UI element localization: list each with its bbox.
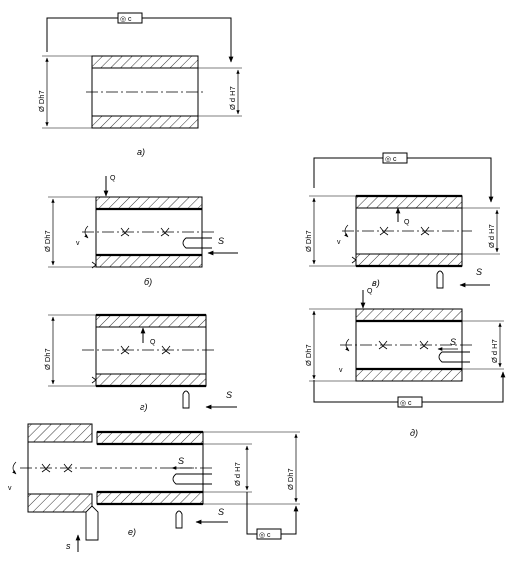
- rotation-arrow: [344, 224, 349, 238]
- support-symbol: [378, 340, 388, 350]
- control-frame-label: ◎ c: [259, 532, 271, 539]
- cutting-tool-external: [175, 510, 183, 529]
- sketch-d: Q v S Ø Dh7 Ø d H7 ◎ c д): [304, 288, 506, 438]
- control-leader: [313, 157, 383, 188]
- bushing-wall-top: [91, 55, 199, 69]
- support-symbol: [120, 345, 130, 355]
- control-leader: [246, 492, 257, 535]
- cutting-tool-internal: [172, 473, 212, 485]
- bushing-wall-bottom: [95, 254, 203, 268]
- speed-label: v: [337, 239, 341, 246]
- support-symbol: [420, 226, 430, 236]
- bushing-wall-bottom: [91, 115, 199, 129]
- bushing-wall-top: [355, 308, 463, 322]
- inner-dimension-label: Ø d H7: [487, 224, 496, 248]
- force-label: Q: [150, 339, 156, 346]
- chuck-jaw-top: [27, 423, 93, 443]
- support-symbol: [161, 345, 171, 355]
- sketch-caption: е): [128, 527, 136, 537]
- bushing-wall-top: [96, 431, 204, 445]
- cutting-tool: [182, 390, 190, 409]
- speed-label: v: [339, 367, 343, 374]
- outer-dimension-label: Ø Dh7: [43, 230, 52, 252]
- support-symbol: [379, 226, 389, 236]
- control-frame-box: [397, 396, 423, 408]
- control-leader: [46, 17, 118, 52]
- feed-label: S: [226, 390, 232, 400]
- chuck-jaw-bottom: [27, 493, 93, 513]
- bushing-wall-bottom: [95, 373, 207, 387]
- speed-label: v: [76, 240, 80, 247]
- outer-dimension-label: Ø Dh7: [286, 468, 295, 490]
- force-label: Q: [110, 175, 116, 182]
- support-symbol: [419, 340, 429, 350]
- force-label: Q: [404, 219, 410, 226]
- sketch-e: v S S s Ø d H7 Ø Dh7 ◎ c е): [8, 423, 300, 552]
- sketch-caption: г): [140, 402, 147, 412]
- sketch-caption: а): [137, 147, 145, 157]
- sketch-caption: б): [144, 277, 152, 287]
- inner-dimension-label: Ø d H7: [228, 86, 237, 110]
- control-frame-label: ◎ c: [400, 400, 412, 407]
- force-label: Q: [367, 288, 373, 295]
- feed-label: S: [178, 456, 184, 466]
- control-frame-box: [256, 528, 282, 540]
- sketch-caption: д): [410, 428, 418, 438]
- outer-dimension-label: Ø Dh7: [304, 344, 313, 366]
- support-symbol: [41, 463, 51, 473]
- sketch-g: Q S Ø Dh7 г): [43, 313, 237, 412]
- outer-dimension-label: Ø Dh7: [37, 90, 46, 112]
- control-frame-label: ◎ c: [120, 16, 132, 23]
- feed-label: S: [218, 236, 224, 246]
- control-leader: [313, 380, 398, 403]
- control-leader: [422, 371, 506, 403]
- support-symbol: [120, 227, 130, 237]
- bushing-wall-top: [355, 195, 463, 209]
- sketch-caption: в): [372, 278, 380, 288]
- support-symbol: [63, 463, 73, 473]
- rotation-arrow: [12, 461, 17, 475]
- feed-label: s: [66, 541, 71, 551]
- inner-dimension-label: Ø d H7: [490, 339, 499, 363]
- control-leader: [142, 17, 234, 63]
- control-leader: [407, 157, 494, 203]
- bushing-wall-top: [95, 196, 203, 210]
- outer-dimension-label: Ø Dh7: [43, 348, 52, 370]
- feed-label: S: [218, 507, 224, 517]
- rotation-arrow: [345, 338, 350, 352]
- feed-label: S: [476, 267, 482, 277]
- support-symbol: [160, 227, 170, 237]
- sketch-a: ◎ c Ø Dh7 Ø d H7 а): [37, 12, 242, 157]
- bushing-wall-top: [95, 314, 207, 328]
- sketch-v: ◎ c Q v S Ø Dh7 Ø d H7 в): [304, 152, 500, 289]
- feed-label: S: [450, 337, 456, 347]
- bushing-wall-bottom: [355, 368, 463, 382]
- cutting-tool-parting: [85, 505, 99, 541]
- bushing-wall-bottom: [355, 253, 463, 267]
- bushing-wall-bottom: [96, 491, 204, 505]
- cutting-tool: [438, 351, 470, 363]
- rotation-arrow: [84, 225, 89, 239]
- cutting-tool: [436, 270, 444, 289]
- speed-label: v: [8, 485, 12, 492]
- cutting-tool: [182, 237, 212, 249]
- control-leader: [281, 505, 299, 535]
- outer-dimension-label: Ø Dh7: [304, 230, 313, 252]
- sketch-b: Q v S Ø Dh7 б): [43, 175, 238, 287]
- inner-dimension-label: Ø d H7: [233, 462, 242, 486]
- control-frame-label: ◎ c: [385, 156, 397, 163]
